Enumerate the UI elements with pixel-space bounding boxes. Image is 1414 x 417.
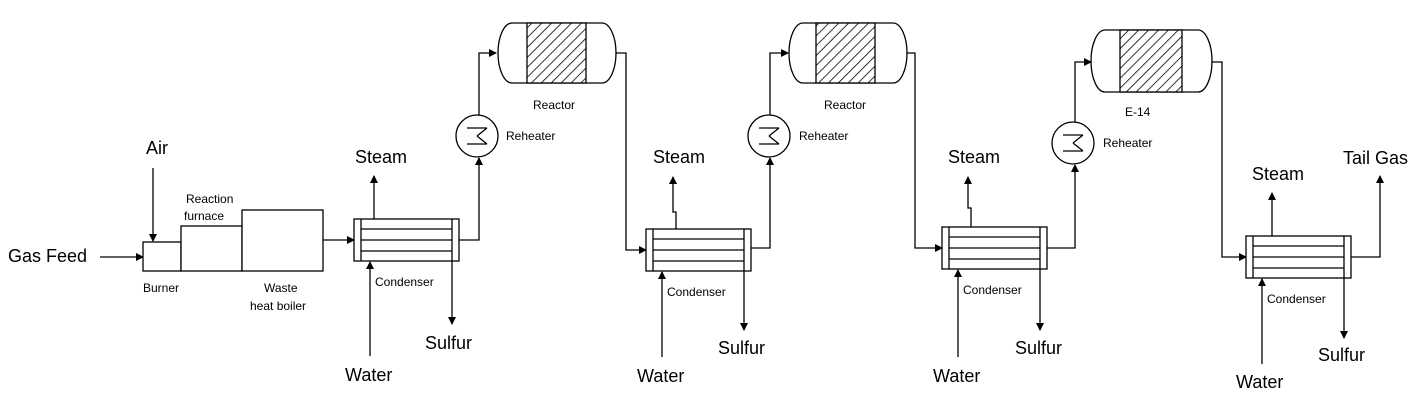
reheater-label-2: Reheater [799,129,848,143]
reheater-label-1: Reheater [506,129,555,143]
reactor-3 [1090,29,1213,93]
water-label-4: Water [1236,372,1283,392]
reaction-furnace [180,225,243,272]
waste-heat-boiler-label-2: heat boiler [250,299,306,313]
reaction-furnace-label-1: Reaction [186,192,233,206]
water-label-2: Water [637,366,684,386]
water-label-1: Water [345,365,392,385]
reactor-1-to-condenser-2-line [616,52,647,254]
condenser-label-1: Condenser [375,275,434,289]
reheater-label-3: Reheater [1103,136,1152,150]
steam-arrow-3 [964,176,972,227]
reheater-1 [455,114,499,158]
waste-heat-boiler [241,209,324,272]
water-label-3: Water [933,366,980,386]
condenser-label-4: Condenser [1267,292,1326,306]
burner-label: Burner [143,281,179,295]
air-label: Air [146,138,168,158]
condenser-2-to-reheater-2-line [751,157,774,249]
tail-gas-label: Tail Gas [1343,148,1408,168]
condenser-label-3: Condenser [963,283,1022,297]
steam-label-4: Steam [1252,164,1304,184]
waste-heat-boiler-label-1: Waste [264,281,298,295]
sulfur-label-3: Sulfur [1015,338,1062,358]
sulfur-label-2: Sulfur [718,338,765,358]
reheater-3 [1051,121,1095,165]
reactor-2 [788,22,908,84]
reheater-2-to-reactor-2-line [769,49,789,115]
condenser-2 [645,228,752,272]
reactor-label-3: E-14 [1125,105,1151,119]
reactor-1 [497,22,617,84]
reheater-2 [747,114,791,158]
sulfur-label-1: Sulfur [425,333,472,353]
sulfur-label-4: Sulfur [1318,345,1365,365]
steam-arrow-2 [669,176,677,229]
reactor-label-1: Reactor [533,98,575,112]
condenser-1-to-reheater-1-line [459,157,483,241]
tail-gas-arrow [1351,175,1384,258]
steam-label-1: Steam [355,147,407,167]
condenser-1 [353,218,460,262]
reactor-3-to-condenser-4-line [1212,61,1247,261]
gas-feed-label: Gas Feed [8,246,87,266]
condenser-4 [1245,235,1352,279]
reheater-3-to-reactor-3-line [1074,58,1092,122]
condenser-label-2: Condenser [667,285,726,299]
reaction-furnace-label-2: furnace [184,209,224,223]
reheater-1-to-reactor-1-line [478,49,497,115]
burner [142,241,182,272]
reactor-label-2: Reactor [824,98,866,112]
condenser-3-to-reheater-3-line [1047,164,1079,249]
reactor-2-to-condenser-3-line [907,52,943,252]
steam-label-3: Steam [948,147,1000,167]
steam-label-2: Steam [653,147,705,167]
condenser-3 [941,226,1048,270]
